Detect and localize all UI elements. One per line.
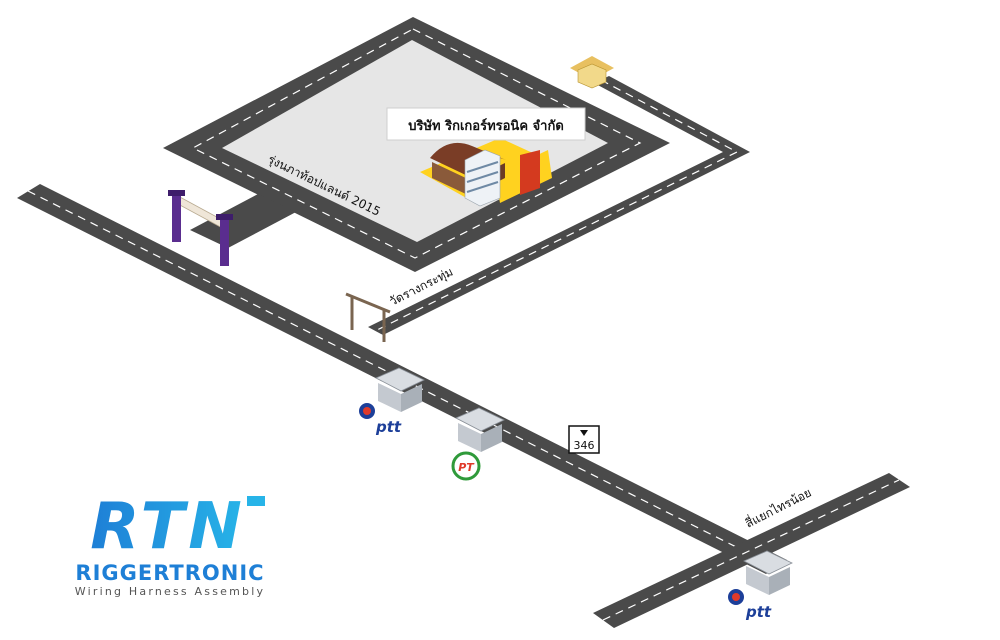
- link-road: [190, 194, 296, 248]
- ptt-logo-icon-2: [728, 589, 744, 605]
- pavilion-road: [368, 76, 750, 335]
- ring-road-lane: [191, 28, 642, 259]
- temple-gate-icon: [345, 292, 391, 342]
- pt-logo-text: PT: [458, 461, 475, 474]
- gas-station-ptt-2: [743, 550, 793, 595]
- logo-mark: RTN: [90, 490, 246, 564]
- route-number: 346: [574, 439, 595, 452]
- gas-station-pt: [455, 407, 505, 452]
- route-marker: 346: [568, 425, 600, 454]
- company-logo: RTN RIGGERTRONIC Wiring Harness Assembly: [75, 490, 265, 598]
- gas-station-ptt-1: [375, 367, 425, 412]
- ptt-logo-icon: [359, 403, 375, 419]
- company-label: บริษัท ริกเกอร์ทรอนิค จำกัด: [386, 107, 586, 141]
- logo-name: RIGGERTRONIC: [75, 561, 264, 585]
- triangle-down-icon: [580, 430, 588, 436]
- cross-road: [593, 473, 910, 628]
- company-name: บริษัท ริกเกอร์ทรอนิค จำกัด: [408, 118, 564, 134]
- logo-tagline: Wiring Harness Assembly: [75, 585, 265, 598]
- ptt-label-1: ptt: [375, 418, 402, 436]
- pt-logo-icon: PT: [451, 451, 481, 481]
- pavilion-icon: [570, 56, 614, 89]
- factory-building: [420, 138, 552, 207]
- arrow-icon: [528, 164, 540, 176]
- gate-icon: [168, 190, 233, 266]
- logo-connector-icon: [247, 496, 265, 506]
- ptt-label-2: ptt: [745, 603, 772, 621]
